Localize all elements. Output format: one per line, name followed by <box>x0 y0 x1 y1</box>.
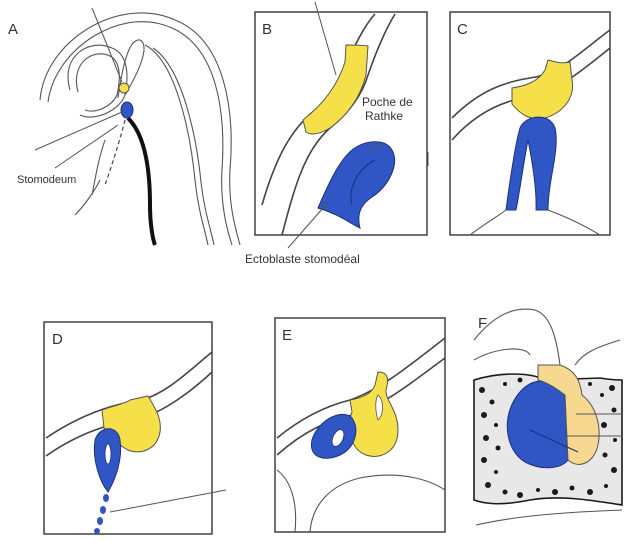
rathke-pouch-blue <box>506 117 556 210</box>
neural-ectoderm-yellow <box>303 45 368 134</box>
cranial-base <box>277 470 296 532</box>
pointer-line-a4 <box>75 180 100 215</box>
stalk-remnant <box>94 528 100 534</box>
rathke-pouch-blue <box>121 102 133 118</box>
pouch-lumen <box>105 444 111 464</box>
neural-ectoderm-yellow <box>349 372 398 456</box>
pharynx-wall <box>548 210 600 235</box>
panel-e: E <box>275 318 445 532</box>
panel-a-letter: A <box>8 21 18 38</box>
pharynx-floor <box>476 510 622 525</box>
stomodeal-ectoderm-label: Ectoblaste stomodéal <box>245 252 360 266</box>
oropharyngeal-membrane <box>105 120 125 185</box>
neural-ectoderm-yellow <box>512 60 573 119</box>
pointer-line-b1 <box>315 2 336 75</box>
diencephalon-outline <box>474 349 530 360</box>
panel-e-letter: E <box>282 327 292 344</box>
neural-tube-inner <box>153 48 214 245</box>
pointer-line-d <box>110 490 226 512</box>
stomodeum-wall <box>92 140 105 195</box>
panel-f: F <box>474 309 622 525</box>
panel-a: A Stomodeum <box>8 8 240 245</box>
pointer-line-b3 <box>288 200 330 248</box>
panel-f-letter: F <box>478 315 487 332</box>
infundibulum-spot <box>119 83 129 93</box>
pouch-label-line2: Rathke <box>365 109 403 123</box>
panel-d: D <box>44 322 226 534</box>
stalk-remnant <box>97 517 103 525</box>
pharynx-wall <box>470 210 506 235</box>
stomodeum-label: Stomodeum <box>17 174 76 186</box>
stalk-remnant <box>103 494 109 502</box>
notochord <box>128 118 155 245</box>
brain-loop-outline-inner <box>76 54 119 111</box>
pointer-line-a3 <box>55 125 118 168</box>
ventricle-floor <box>575 340 620 365</box>
panel-d-letter: D <box>52 331 63 348</box>
pouch-label-line1: Poche de <box>362 95 413 109</box>
embryo-outer-outline <box>40 13 240 245</box>
panel-c-letter: C <box>457 21 468 38</box>
stalk-remnant <box>100 506 106 514</box>
cranial-base <box>310 475 445 532</box>
panel-b: B Poche de Rathke <box>255 2 428 248</box>
rathke-pouch-blue <box>318 142 395 228</box>
brain-loop-outline <box>68 45 127 117</box>
panel-c: C <box>450 12 610 235</box>
panel-b-letter: B <box>262 21 272 38</box>
neural-tube <box>145 45 208 245</box>
